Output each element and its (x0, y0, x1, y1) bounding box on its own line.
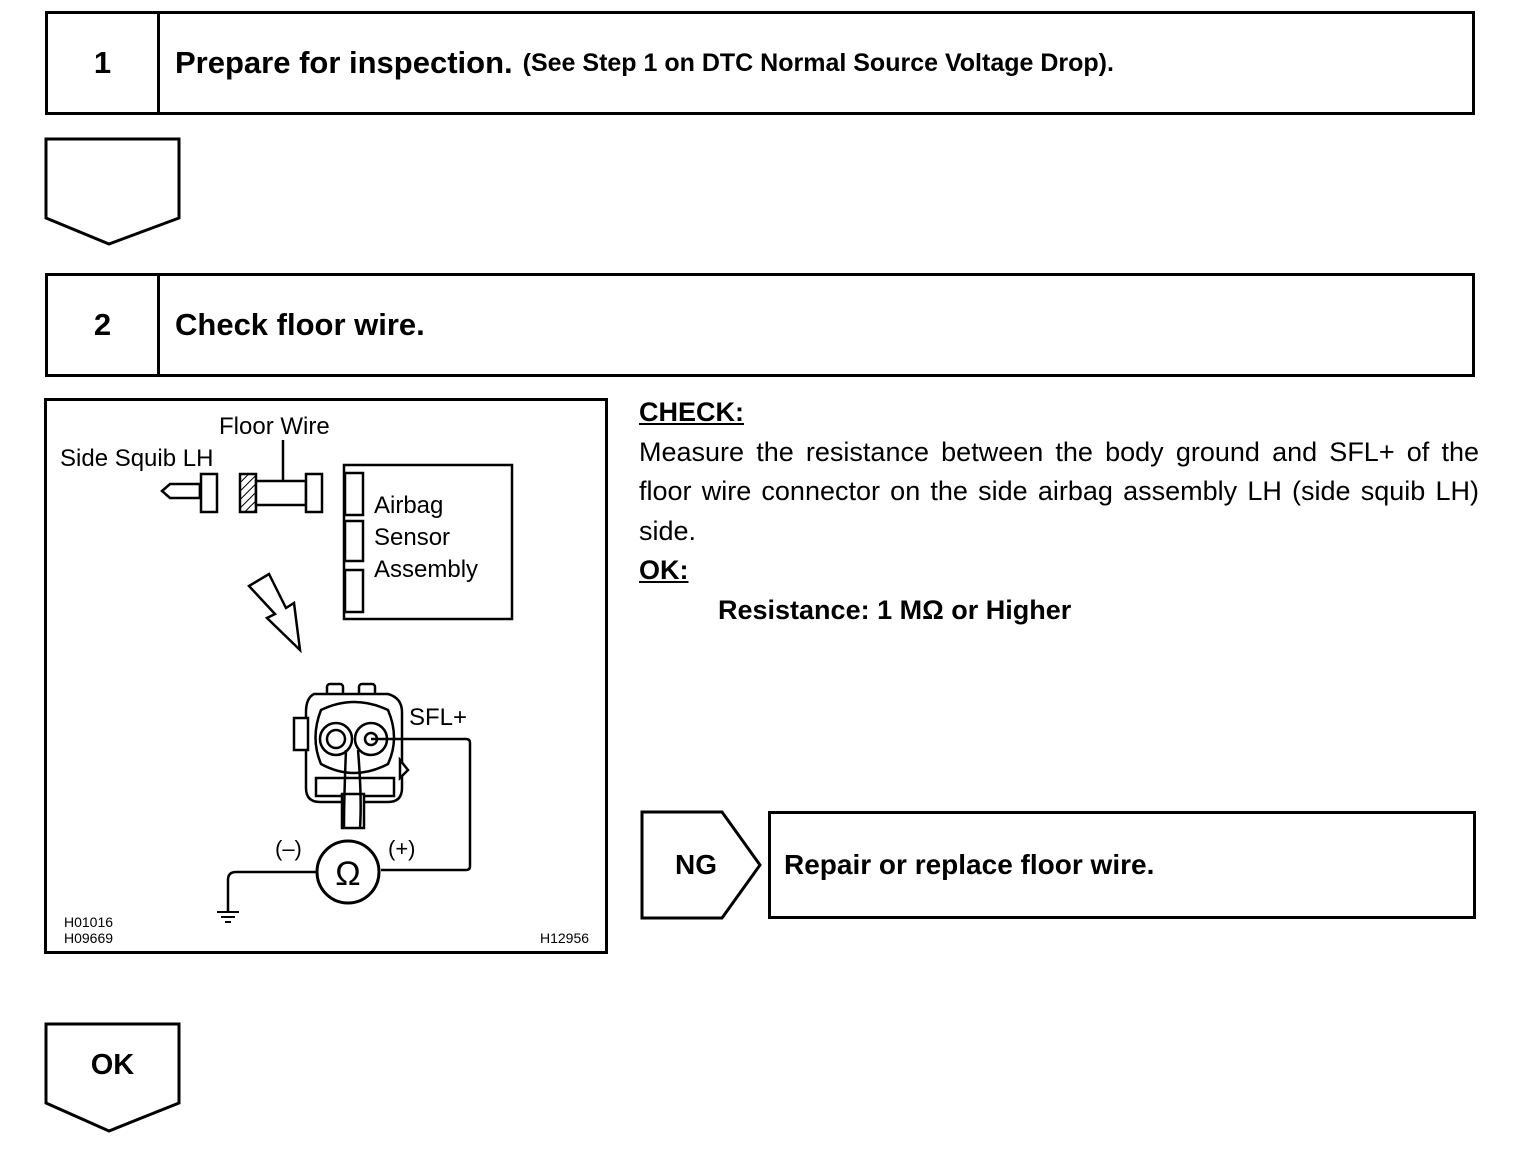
flow-arrow-1 (44, 137, 181, 246)
step-1-title: Prepare for inspection. (175, 45, 513, 80)
wiring-illustration: Floor Wire Side Squib LH Airbag Sensor A… (44, 398, 608, 954)
step-2-number: 2 (48, 276, 160, 374)
code-1: H01016 (64, 914, 113, 930)
ng-label: NG (675, 849, 717, 880)
check-heading: CHECK: (639, 397, 744, 427)
check-section: CHECK: Measure the resistance between th… (639, 393, 1479, 630)
step-2-header: 2 Check floor wire. (45, 273, 1475, 377)
assembly-label: Assembly (374, 556, 478, 583)
step-2-title-row: Check floor wire. (175, 276, 425, 374)
code-2: H09669 (64, 930, 113, 946)
side-squib-label: Side Squib LH (60, 445, 213, 472)
step-2-title: Check floor wire. (175, 307, 425, 342)
positive-lead (371, 737, 472, 872)
sfl-plus-label: SFL+ (409, 704, 467, 731)
view-direction-arrow-icon (247, 572, 302, 654)
ng-arrow (640, 810, 762, 920)
minus-label: (–) (275, 836, 302, 861)
step-1-reference: (See Step 1 on DTC Normal Source Voltage… (522, 48, 1114, 77)
ok-heading: OK: (639, 555, 689, 585)
ok-flow-arrow (44, 1022, 181, 1133)
step-1-header: 1 Prepare for inspection. (See Step 1 on… (45, 11, 1475, 115)
floor-wire-harness-icon (238, 472, 324, 514)
connector-face-icon (292, 682, 410, 830)
step-1-number: 1 (48, 14, 160, 112)
plus-label: (+) (388, 836, 416, 861)
negative-lead (226, 870, 317, 912)
airbag-label: Airbag (374, 492, 443, 519)
airbag-sensor-assembly-icon (342, 463, 514, 621)
ng-action-text: Repair or replace floor wire. (784, 849, 1155, 880)
step-1-title-row: Prepare for inspection. (See Step 1 on D… (175, 14, 1114, 112)
floor-wire-label: Floor Wire (219, 413, 330, 440)
ok-specification: Resistance: 1 MΩ or Higher (718, 594, 1072, 625)
ground-symbol-icon (217, 911, 239, 923)
ok-label: OK (90, 1048, 135, 1081)
side-squib-connector-icon (160, 472, 219, 514)
code-3: H12956 (540, 930, 589, 946)
check-instructions: Measure the resistance between the body … (639, 436, 1479, 546)
ng-action-box: Repair or replace floor wire. (768, 811, 1476, 919)
sensor-label: Sensor (374, 524, 450, 551)
ohm-symbol: Ω (335, 855, 360, 893)
